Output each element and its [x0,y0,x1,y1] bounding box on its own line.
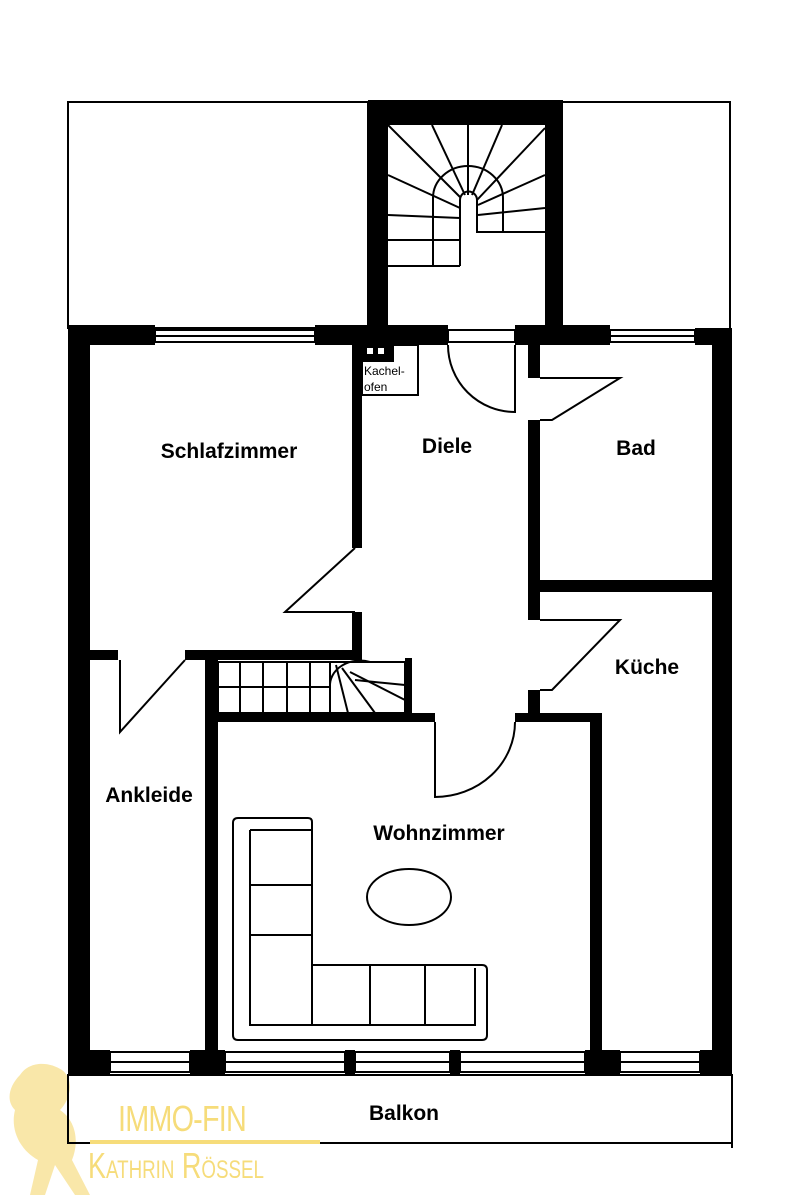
walls [68,100,732,1075]
door-schlafzimmer [282,547,356,613]
room-label-ankleide: Ankleide [105,784,193,807]
table-icon [366,868,452,926]
room-label-kueche: Küche [614,656,680,679]
kachelofen-label-1: Kachel- [364,364,405,378]
windows [109,329,701,1073]
balkon-outline [67,1074,733,1144]
room-label-schlafzimmer: Schlafzimmer [160,440,298,463]
door-wohnzimmer [434,721,516,799]
door-diele [447,344,516,414]
room-label-balkon: Balkon [368,1102,440,1125]
stairs-bottom [217,659,406,714]
kachelofen-label-2: ofen [364,380,388,394]
logo-text-name: Kathrin Rössel [88,1145,264,1186]
kachelofen [361,344,419,396]
outline-lines [67,101,733,1148]
door-ankleide [119,659,186,735]
logo-text-immo-fin: IMMO-FIN [118,1098,247,1139]
sofa-icon [232,817,488,1041]
door-kueche [540,619,623,691]
room-label-wohnzimmer: Wohnzimmer [373,822,505,845]
stairs-top [387,124,546,267]
logo-horse-icon [9,1063,91,1195]
room-label-bad: Bad [616,437,656,460]
door-bad [540,377,624,421]
room-label-diele: Diele [421,435,473,458]
doors [119,344,624,799]
